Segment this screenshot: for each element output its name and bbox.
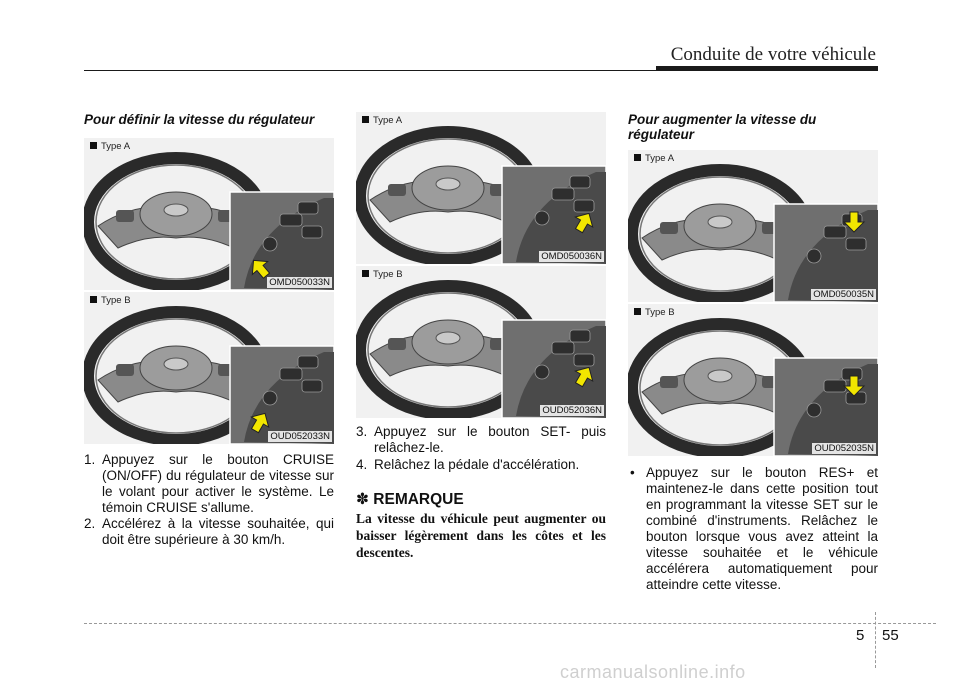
cancel-button-icon bbox=[279, 367, 303, 381]
section-heading: Pour augmenter la vitesse du régulateur bbox=[628, 112, 817, 142]
steering-wheel-illustration bbox=[356, 126, 606, 264]
res-button-icon bbox=[297, 201, 319, 215]
steering-wheel-illustration bbox=[84, 306, 334, 444]
cruise-button-icon bbox=[534, 364, 550, 380]
step-text: Accélérez à la vitesse souhaitée, qui do… bbox=[102, 516, 334, 547]
figure-panel-type-a: Type A OMD050035N bbox=[628, 150, 878, 302]
pointer-arrow-icon bbox=[574, 366, 594, 388]
figure-panel-type-a: Type A OMD050036N bbox=[356, 112, 606, 264]
figure-panel-type-b: Type B OUD052033N bbox=[84, 292, 334, 444]
figure-code: OMD050035N bbox=[811, 289, 876, 300]
steering-wheel-illustration bbox=[84, 152, 334, 290]
left-controls-icon bbox=[388, 338, 406, 350]
step-1: 1. Appuyez sur le bouton CRUISE (ON/OFF)… bbox=[84, 452, 334, 516]
set-button-icon bbox=[301, 379, 323, 393]
step-number: 3. bbox=[356, 424, 368, 439]
res-button-icon bbox=[569, 175, 591, 189]
figure-code: OUD052036N bbox=[540, 405, 604, 416]
pointer-arrow-icon bbox=[574, 212, 594, 234]
step-text: Appuyez sur le bouton CRUISE (ON/OFF) du… bbox=[102, 452, 334, 515]
cancel-button-icon bbox=[823, 379, 847, 393]
brand-logo-icon bbox=[163, 357, 189, 371]
type-label: Type B bbox=[90, 295, 131, 306]
cruise-button-icon bbox=[262, 236, 278, 252]
chapter-number: 5 bbox=[856, 627, 865, 644]
type-label: Type A bbox=[362, 115, 402, 126]
header-title: Conduite de votre véhicule bbox=[670, 44, 876, 65]
type-label: Type A bbox=[634, 153, 674, 164]
steering-wheel-illustration bbox=[356, 280, 606, 418]
left-controls-icon bbox=[660, 376, 678, 388]
pointer-arrow-icon bbox=[250, 412, 270, 434]
brand-logo-icon bbox=[435, 177, 461, 191]
cancel-button-icon bbox=[279, 213, 303, 227]
figure-panel-type-b: Type B OUD052036N bbox=[356, 266, 606, 418]
footer-rule bbox=[84, 623, 936, 624]
bullet-item: • Appuyez sur le bouton RES+ et maintene… bbox=[628, 465, 878, 593]
res-button-icon bbox=[297, 355, 319, 369]
step-3: 3. Appuyez sur le bouton SET- puis relâc… bbox=[356, 424, 606, 456]
res-button-icon bbox=[569, 329, 591, 343]
step-number: 2. bbox=[84, 516, 96, 531]
set-button-icon bbox=[301, 225, 323, 239]
brand-logo-icon bbox=[707, 369, 733, 383]
bullet-text: Appuyez sur le bouton RES+ et maintenez-… bbox=[646, 465, 878, 592]
inset-spoke-icon bbox=[516, 326, 606, 418]
cruise-button-icon bbox=[806, 248, 822, 264]
figure-panel-type-a: Type A OMD050033N bbox=[84, 138, 334, 290]
header-rule-accent bbox=[656, 66, 878, 71]
brand-logo-icon bbox=[707, 215, 733, 229]
step-text: Appuyez sur le bouton SET- puis relâchez… bbox=[374, 424, 606, 455]
brand-logo-icon bbox=[163, 203, 189, 217]
step-text: Relâchez la pédale d'accélération. bbox=[374, 457, 580, 472]
inset-spoke-icon bbox=[244, 198, 334, 290]
left-controls-icon bbox=[116, 210, 134, 222]
steering-wheel-illustration bbox=[628, 318, 878, 456]
figure-code: OUD052033N bbox=[268, 431, 332, 442]
cruise-button-icon bbox=[262, 390, 278, 406]
left-controls-icon bbox=[660, 222, 678, 234]
watermark: carmanualsonline.info bbox=[560, 662, 746, 682]
brand-logo-icon bbox=[435, 331, 461, 345]
figure-panel-type-b: Type B OUD052035N bbox=[628, 304, 878, 456]
cancel-button-icon bbox=[551, 341, 575, 355]
bullet-icon: • bbox=[630, 465, 635, 480]
step-4: 4. Relâchez la pédale d'accélération. bbox=[356, 457, 606, 473]
pointer-arrow-icon bbox=[842, 375, 866, 397]
inset-spoke-icon bbox=[788, 210, 878, 302]
cruise-button-icon bbox=[806, 402, 822, 418]
left-controls-icon bbox=[116, 364, 134, 376]
left-controls-icon bbox=[388, 184, 406, 196]
figure-code: OMD050036N bbox=[539, 251, 604, 262]
pointer-arrow-icon bbox=[251, 259, 271, 279]
header-rule bbox=[84, 70, 878, 71]
steering-wheel-illustration bbox=[628, 164, 878, 302]
footer-divider bbox=[875, 612, 876, 668]
type-label: Type A bbox=[90, 141, 130, 152]
section-heading: Pour définir la vitesse du régulateur bbox=[84, 112, 315, 127]
note-body: La vitesse du véhicule peut augmenter ou… bbox=[356, 511, 606, 560]
cancel-button-icon bbox=[823, 225, 847, 239]
cancel-button-icon bbox=[551, 187, 575, 201]
pointer-arrow-icon bbox=[842, 211, 866, 233]
step-2: 2. Accélérez à la vitesse souhaitée, qui… bbox=[84, 516, 334, 548]
type-label: Type B bbox=[634, 307, 675, 318]
step-number: 1. bbox=[84, 452, 96, 467]
figure-code: OUD052035N bbox=[812, 443, 876, 454]
note-title: ✽ REMARQUE bbox=[356, 491, 464, 508]
type-label: Type B bbox=[362, 269, 403, 280]
step-number: 4. bbox=[356, 457, 368, 472]
page-number: 55 bbox=[882, 627, 899, 644]
set-button-icon bbox=[573, 353, 595, 367]
set-button-icon bbox=[573, 199, 595, 213]
figure-code: OMD050033N bbox=[267, 277, 332, 288]
cruise-button-icon bbox=[534, 210, 550, 226]
set-button-icon bbox=[845, 237, 867, 251]
inset-spoke-icon bbox=[516, 172, 606, 264]
